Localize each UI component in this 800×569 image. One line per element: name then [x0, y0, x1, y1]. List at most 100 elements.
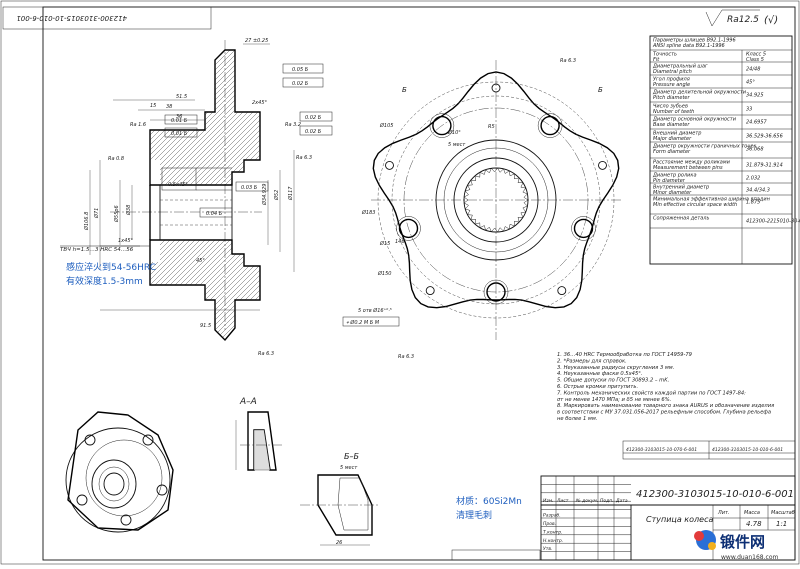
- param-label: Число зубьев: [653, 104, 688, 110]
- col-scale: Масштаб: [771, 510, 795, 516]
- doc-number: 412300-3103015-10-010-6-001: [636, 489, 794, 500]
- param-label-en: Pitch diameter: [653, 95, 690, 101]
- param-label-en: Minor diameter: [653, 190, 692, 196]
- dim-5-mest: 5 мест: [448, 142, 466, 148]
- note-line: 5. Общие допуски по ГОСТ 30893.2 – mK.: [557, 378, 669, 384]
- bolt-hole: [486, 282, 506, 302]
- right-stamp-1: 412300-3103015-10-070-6-001: [626, 447, 697, 453]
- param-label-en: Pin diameter: [653, 178, 686, 184]
- param-label-en: Min effective circular space width: [653, 202, 737, 208]
- ra-mark-5: Ra 6.3: [258, 351, 274, 357]
- title-header: Изм.: [543, 498, 554, 504]
- pilot-hole: [598, 160, 607, 170]
- dim-36: 36: [176, 114, 182, 120]
- hub-isometric-view: [65, 411, 174, 533]
- dim-146: 146: [395, 239, 405, 245]
- dim-r5: R5: [488, 124, 495, 130]
- dim-150: Ø150: [377, 270, 391, 277]
- gdt-1: 0.05 Б: [292, 67, 309, 73]
- dim-10deg: Ø10°: [447, 129, 461, 136]
- param-label-en: Base diameter: [653, 122, 690, 128]
- param-value: Класс 5: [746, 52, 766, 58]
- note-line: 8. Маркировать наименование товарного зн…: [557, 403, 774, 409]
- technical-notes: 1. 36…40 HRC Термообработка по ГОСТ 1495…: [557, 352, 774, 422]
- pilot-hole: [491, 83, 501, 93]
- ra-front-2: Ra 6.3: [398, 354, 414, 360]
- gdt-frames: 0.05 Б 0.02 Б 0.01 Б 0.01 Б 0.04 Б 0.02 …: [164, 63, 333, 218]
- bolt-hole: [432, 115, 452, 136]
- param-value-2: Class 5: [746, 57, 764, 63]
- dim-chamfer: 0.5x45°: [168, 182, 188, 188]
- title-row-label: Н.контр.: [543, 538, 563, 544]
- section-bb-sub: 5 мест: [340, 465, 358, 471]
- bolt-hole: [398, 218, 419, 239]
- dim-51-5: 51.5: [176, 94, 187, 100]
- gdt-8: 0.03 Б: [241, 185, 258, 191]
- param-label: Точность: [653, 52, 677, 58]
- param-label: Угол профиля: [653, 77, 690, 83]
- note-line: σт не менее 1470 МПа; и δ5 не менее 6%.: [557, 397, 671, 403]
- dim-183: Ø183: [361, 209, 375, 216]
- title-header: № докум.: [575, 498, 598, 504]
- param-label-en: Number of teeth: [653, 109, 694, 115]
- title-block: [540, 440, 796, 561]
- dim-1x45: 1x45°: [118, 238, 134, 244]
- bolt-hole: [573, 218, 594, 239]
- param-label: Диаметральный шаг: [652, 64, 708, 70]
- param-value: 36.529-36.656: [746, 134, 783, 140]
- param-value: 24/48: [746, 67, 760, 73]
- dim-38: 38: [166, 104, 172, 110]
- param-value: 34.925: [746, 93, 764, 99]
- bolt-hole: [540, 115, 560, 136]
- title-header: Лист: [556, 498, 569, 504]
- param-value: 36.068: [746, 147, 764, 153]
- param-label-en: ANSI spline data B92.1-1996: [652, 43, 725, 49]
- dim-2x45: 2x45°: [252, 100, 268, 106]
- param-label-en: Pressure angle: [653, 82, 690, 88]
- section-bb-label: Б–Б: [344, 452, 359, 461]
- dim-55: Ø55p6: [113, 205, 120, 223]
- material-note-2: 清理毛刺: [456, 509, 492, 521]
- note-line: 4. Неуказанные фаски 0.5x45°.: [557, 371, 643, 377]
- param-value: 31.879-31.914: [746, 163, 783, 169]
- param-label-en: Form diameter: [653, 149, 691, 155]
- holes-note: 5 отв Ø16⁺⁰·⁵: [358, 307, 392, 314]
- position-frame: [342, 316, 400, 327]
- scale-value: 1:1: [776, 520, 787, 528]
- pilot-hole: [385, 160, 394, 170]
- inner-frame: [42, 6, 796, 561]
- param-value: 2.032: [746, 176, 760, 182]
- ra-front-1: Ra 6.3: [560, 58, 576, 64]
- note-line: 1. 36…40 HRC Термообработка по ГОСТ 1495…: [557, 352, 692, 358]
- param-label: Диаметр делительной окружности: [652, 90, 747, 96]
- dim-15: 15: [150, 103, 156, 109]
- ra-mark-1: Ra 6.3: [296, 155, 312, 161]
- dim-27: 27 ±0.25: [245, 38, 268, 44]
- material-note-1: 材质：60Si2Mn: [456, 495, 522, 507]
- note-line: 7. Контроль механических свойств каждой …: [557, 390, 746, 396]
- dim-45deg: 45°: [196, 258, 205, 264]
- note-line: не более 1 мм.: [557, 416, 597, 422]
- note-line: в соответствии с МУ 37.031.056-2017 рель…: [557, 410, 771, 416]
- part-name: Ступица колеса: [646, 515, 713, 524]
- section-aa-label: А–А: [239, 397, 257, 407]
- top-stamp-box: [2, 6, 212, 30]
- param-label: Внутренний диаметр: [653, 185, 709, 191]
- param-label-en: Diametral pitch: [653, 69, 692, 75]
- bottom-stamp: [451, 549, 541, 561]
- title-header: Подп.: [600, 498, 614, 504]
- dim-26: 26: [336, 540, 342, 546]
- note-line: 2. *Размеры для справок.: [557, 358, 627, 364]
- hub-front-view: [371, 60, 621, 340]
- roughness-suffix: (√): [764, 15, 778, 26]
- note-line: 3. Неуказанные радиусы скругления 3 мм.: [557, 365, 674, 371]
- dim-91-5: 91.5: [200, 323, 211, 329]
- section-bb-view: [300, 474, 380, 546]
- position-tol: ⌖ Ø0.2 М Б М: [346, 319, 380, 326]
- top-stamp-text: 412300-3103015-10-010-6-001: [16, 14, 127, 22]
- view-label-b-2: Б: [598, 86, 603, 94]
- param-value: 33: [746, 107, 752, 113]
